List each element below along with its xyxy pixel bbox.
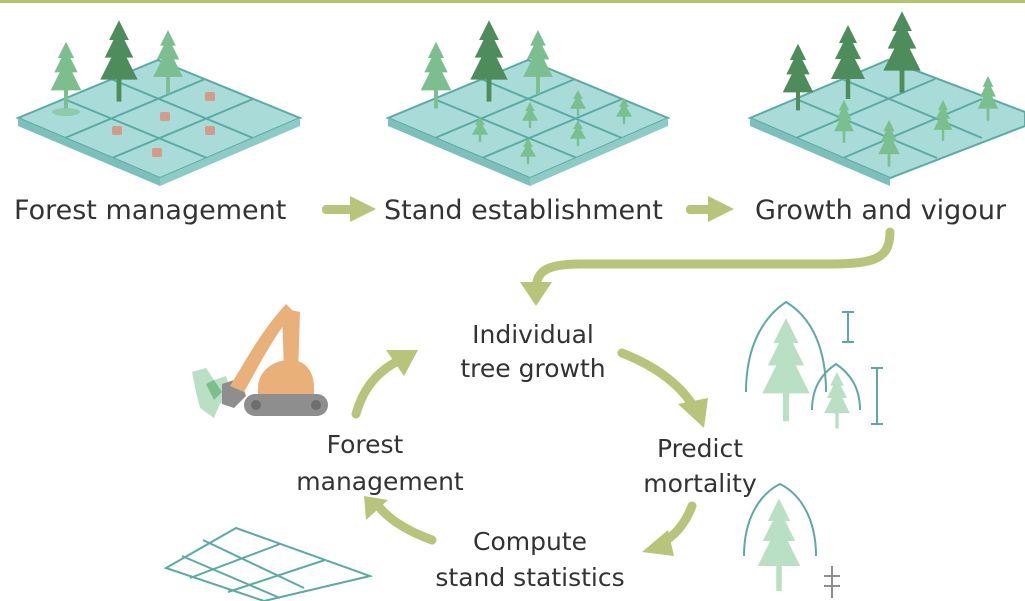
- stage-label-growth-and-vigour: Growth and vigour: [755, 195, 1007, 226]
- tree-mortality-icon: [743, 482, 840, 598]
- cycle-label-compute-stats-2: stand statistics: [435, 563, 624, 592]
- forest-plot-young-icon: [385, 20, 671, 186]
- forest-plot-mature-icon: [747, 11, 1025, 186]
- stage-label-forest-management: Forest management: [14, 195, 286, 226]
- harvester-icon: [192, 304, 328, 418]
- cycle-arrow-management-to-growth: [351, 350, 418, 419]
- forest-plot-cleared-icon: [15, 20, 303, 186]
- stage-label-stand-establishment: Stand establishment: [384, 195, 663, 226]
- arrow-growth-to-cycle: [520, 227, 895, 306]
- cycle-label-individual-growth-1: Individual: [472, 320, 594, 349]
- cycle-label-predict-mortality-1: Predict: [657, 434, 743, 463]
- cycle-arrow-growth-to-mortality: [617, 348, 708, 428]
- cycle-label-individual-growth-2: tree growth: [460, 354, 605, 383]
- cycle-label-forest-management-2: management: [296, 467, 464, 496]
- cycle-label-forest-management-1: Forest: [327, 430, 404, 459]
- cycle-arrow-mortality-to-stats: [642, 501, 697, 556]
- cycle-arrow-stats-to-management: [364, 496, 437, 545]
- cycle-label-predict-mortality-2: mortality: [643, 469, 757, 498]
- empty-plot-icon: [163, 526, 374, 601]
- cycle-label-compute-stats-1: Compute: [473, 527, 587, 556]
- arrow-establishment-to-growth: [686, 196, 734, 222]
- arrow-management-to-establishment: [322, 196, 376, 222]
- tree-height-icon: [745, 300, 883, 429]
- top-accent-line: [0, 0, 1025, 3]
